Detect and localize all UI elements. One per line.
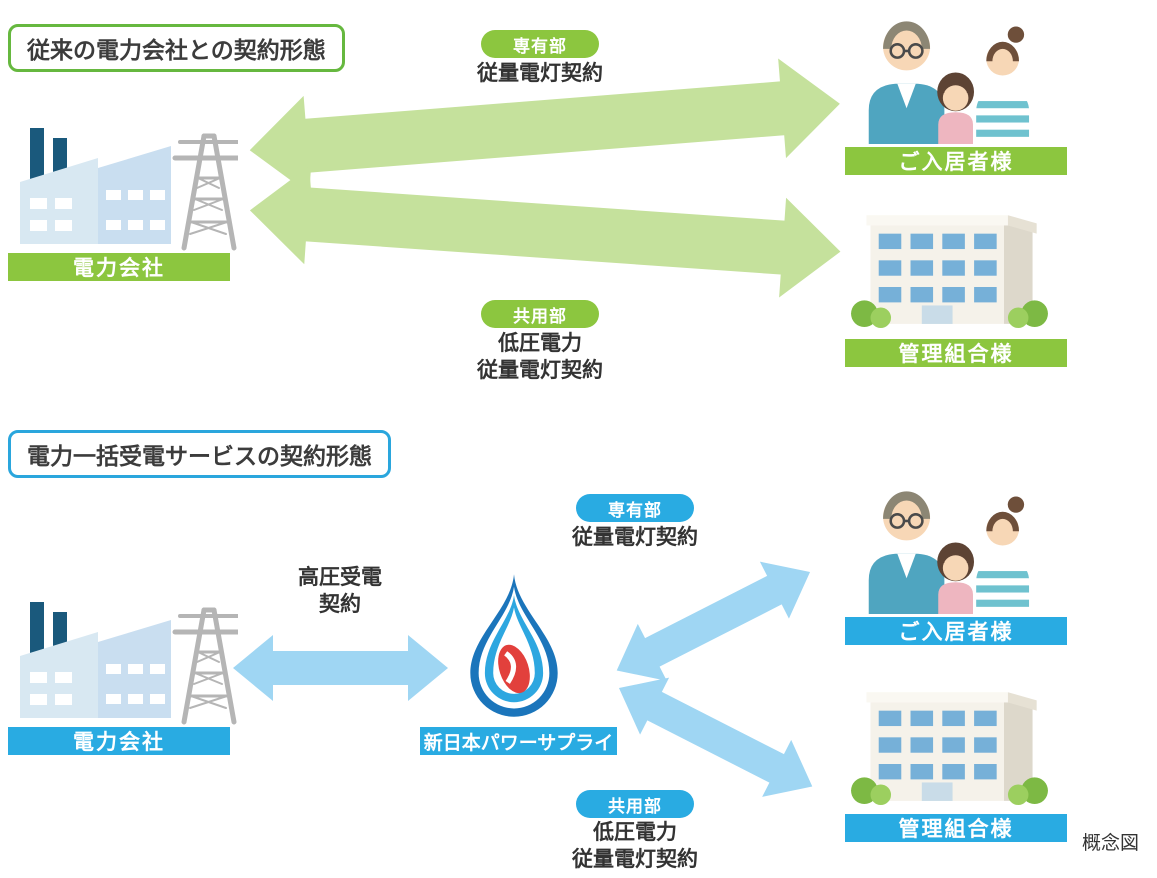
legacy-section-title: 従来の電力会社との契約形態 xyxy=(8,24,345,72)
legacy-private-badge: 専有部 xyxy=(481,30,599,58)
power-plant-icon xyxy=(8,576,238,726)
residents-family-icon xyxy=(860,6,1040,144)
bulk-power-company-label: 電力会社 xyxy=(8,727,230,755)
bulk-shared-badge: 共用部 xyxy=(576,790,694,818)
supplier-logo-icon xyxy=(462,572,566,718)
legacy-residents-label: ご入居者様 xyxy=(845,147,1067,175)
legacy-shared-contract-line1: 低圧電力 xyxy=(498,332,582,355)
bulk-private-arrow xyxy=(602,544,827,704)
apartment-building-icon xyxy=(850,679,1050,809)
concept-diagram-note: 概念図 xyxy=(1082,833,1140,854)
bulk-supplier-label: 新日本パワーサプライ xyxy=(420,727,617,755)
legacy-private-arrow xyxy=(246,54,844,205)
bulk-hv-arrow xyxy=(233,635,448,706)
bulk-private-badge: 専有部 xyxy=(576,494,694,522)
power-plant-icon xyxy=(8,102,238,252)
bulk-residents-label: ご入居者様 xyxy=(845,617,1067,645)
apartment-building-icon xyxy=(850,202,1050,332)
legacy-power-company-label: 電力会社 xyxy=(8,253,230,281)
residents-family-icon xyxy=(860,476,1040,614)
legacy-association-label: 管理組合様 xyxy=(845,339,1067,367)
legacy-shared-badge: 共用部 xyxy=(481,300,599,328)
bulk-private-contract-text: 従量電灯契約 xyxy=(572,526,698,549)
bulk-hv-contract-line2: 契約 xyxy=(319,593,361,616)
bulk-shared-contract-line1: 低圧電力 xyxy=(593,821,677,844)
legacy-private-contract-text: 従量電灯契約 xyxy=(477,62,603,85)
bulk-shared-contract-line2: 従量電灯契約 xyxy=(572,848,698,871)
bulk-shared-arrow xyxy=(602,660,827,820)
bulk-association-label: 管理組合様 xyxy=(845,814,1067,842)
bulk-hv-contract-line1: 高圧受電 xyxy=(298,566,382,589)
legacy-shared-contract-line2: 従量電灯契約 xyxy=(477,359,603,382)
bulk-section-title: 電力一括受電サービスの契約形態 xyxy=(8,430,391,478)
legacy-shared-arrow xyxy=(246,160,844,306)
